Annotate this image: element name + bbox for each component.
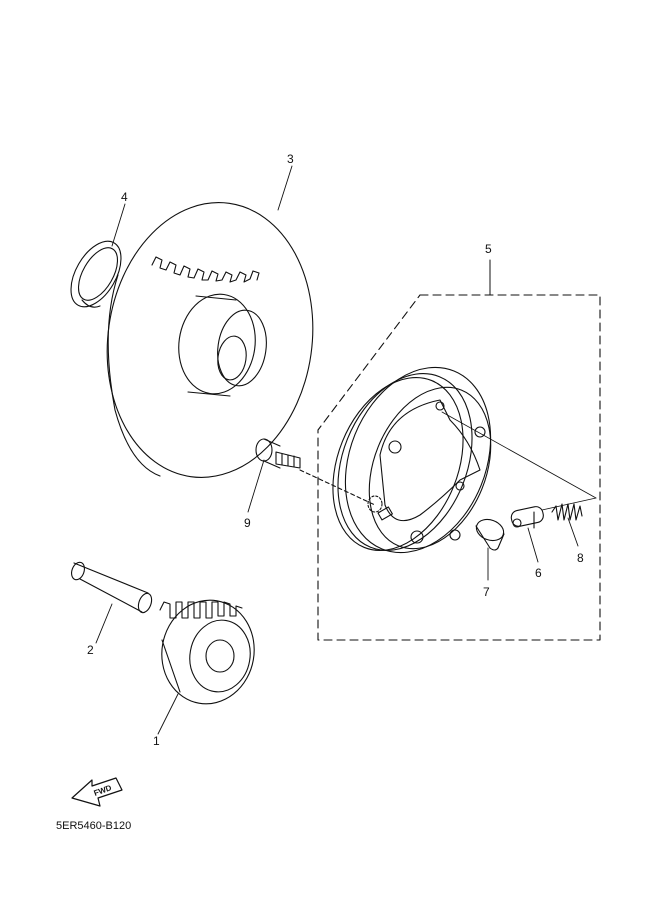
shaft-part-2 xyxy=(71,561,153,614)
callout-7: 7 xyxy=(483,585,490,599)
starter-wheel-gear-part-3 xyxy=(106,202,314,478)
callout-3: 3 xyxy=(287,152,294,166)
callout-5: 5 xyxy=(485,242,492,256)
washer-part-4 xyxy=(70,240,122,308)
callout-6: 6 xyxy=(535,566,542,580)
leader-lines xyxy=(95,165,579,735)
callout-4: 4 xyxy=(121,190,128,204)
callout-2: 2 xyxy=(87,643,94,657)
bolt-part-9 xyxy=(255,438,376,506)
callout-9: 9 xyxy=(244,516,251,530)
roller-part-7 xyxy=(475,518,505,551)
starter-clutch-assembly-part-5 xyxy=(317,259,601,641)
spring-part-8 xyxy=(441,411,597,521)
callout-1: 1 xyxy=(153,734,160,748)
idler-gear-part-1 xyxy=(159,599,255,705)
fwd-arrow-icon: FWD xyxy=(71,777,123,807)
spring-cap-part-6 xyxy=(510,506,544,529)
diagram-code: 5ER5460-B120 xyxy=(56,820,132,832)
callout-8: 8 xyxy=(577,551,584,565)
